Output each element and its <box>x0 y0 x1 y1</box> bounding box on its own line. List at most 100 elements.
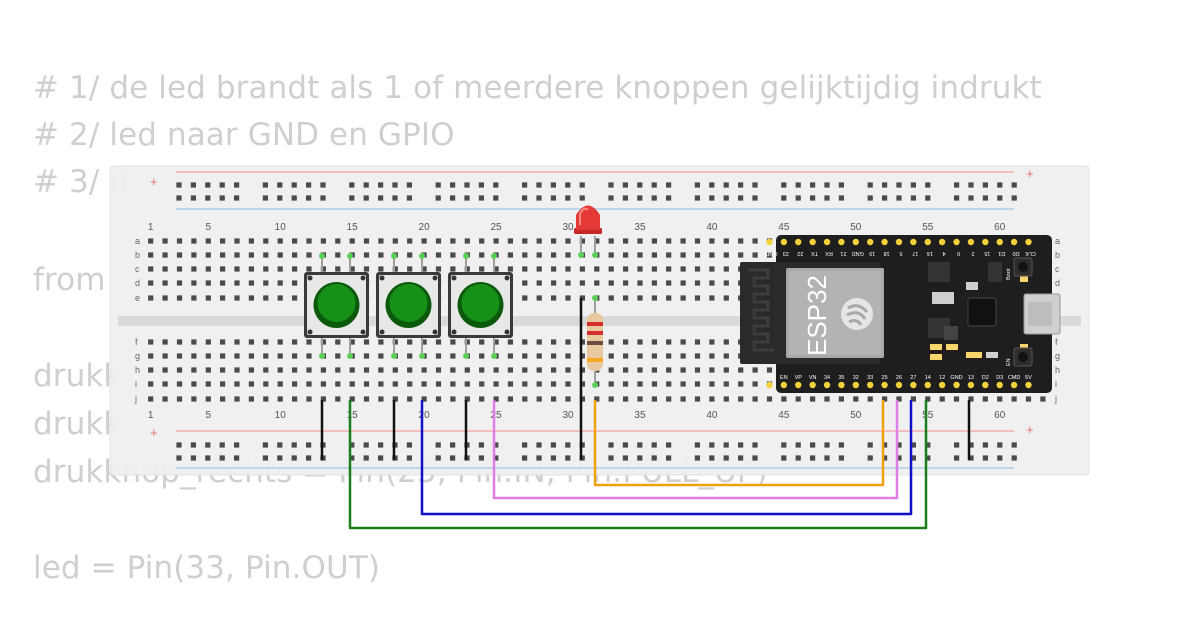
breadboard-hole <box>709 396 715 402</box>
esp32-pin-label: 21 <box>840 250 846 256</box>
esp32-pin-pad <box>838 381 845 389</box>
breadboard-hole <box>651 295 657 301</box>
pushbutton-1[interactable] <box>304 253 369 359</box>
rail-hole <box>738 182 744 188</box>
breadboard-hole <box>349 396 355 402</box>
breadboard-hole <box>176 238 183 244</box>
breadboard-hole <box>939 396 945 402</box>
breadboard-hole <box>551 353 557 359</box>
rail-hole <box>781 182 787 188</box>
breadboard-hole <box>738 252 744 258</box>
breadboard-hole <box>306 339 312 345</box>
rail-hole <box>1011 195 1017 201</box>
rail-hole <box>262 442 268 448</box>
breadboard-hole <box>666 295 672 301</box>
rail-hole <box>810 182 816 188</box>
breadboard-hole <box>191 367 197 373</box>
row-letter: c <box>1055 264 1060 274</box>
breadboard-hole <box>651 252 657 258</box>
rail-hole <box>522 455 528 461</box>
breadboard-hole <box>378 367 384 373</box>
pushbutton-3[interactable] <box>448 253 513 359</box>
rail-hole <box>435 455 441 461</box>
esp32-pin-label: 3V3 <box>765 375 775 381</box>
breadboard-hole <box>623 381 629 387</box>
rail-hole <box>910 442 916 448</box>
rail-hole <box>565 442 571 448</box>
rail-hole <box>565 182 571 188</box>
pushbutton-2[interactable] <box>376 253 441 359</box>
breadboard-hole <box>292 252 298 258</box>
esp32-pin-label: 23 <box>783 250 789 256</box>
rail-hole <box>781 195 787 201</box>
breadboard-hole <box>536 238 542 244</box>
breadboard-hole <box>435 339 442 345</box>
breadboard-hole <box>292 381 298 387</box>
breadboard-hole <box>378 339 384 345</box>
rail-hole <box>810 455 816 461</box>
column-number: 50 <box>850 222 862 233</box>
breadboard-hole <box>479 396 485 402</box>
rail-hole <box>493 442 499 448</box>
esp32-pin-label: 13 <box>968 375 974 381</box>
breadboard-hole <box>378 252 384 258</box>
rail-hole <box>752 182 758 188</box>
breadboard-hole <box>551 396 557 402</box>
breadboard-hole <box>507 238 513 244</box>
column-number: 50 <box>850 410 862 421</box>
breadboard-hole <box>176 280 183 286</box>
breadboard-hole <box>723 238 729 244</box>
breadboard-hole <box>623 238 629 244</box>
breadboard-hole <box>838 396 844 402</box>
rail-hole <box>666 455 672 461</box>
rail-hole <box>925 442 931 448</box>
breadboard-hole <box>536 353 542 359</box>
esp32-pin-label: CLK <box>1025 250 1036 256</box>
breadboard-hole <box>536 280 542 286</box>
rail-hole <box>954 442 960 448</box>
breadboard-hole <box>435 266 442 272</box>
esp32-pin-label: VP <box>795 375 803 381</box>
rail-hole <box>435 442 441 448</box>
breadboard-hole <box>263 381 269 387</box>
breadboard-hole <box>752 367 758 373</box>
breadboard-hole <box>407 353 413 359</box>
rail-hole <box>306 442 312 448</box>
esp32-pin-pad <box>910 238 917 246</box>
breadboard-hole <box>335 367 341 373</box>
breadboard-hole <box>507 396 513 402</box>
rail-hole <box>709 182 715 188</box>
column-number: 30 <box>562 222 574 233</box>
rail-hole <box>464 195 470 201</box>
row-letter: f <box>135 337 138 347</box>
breadboard-hole <box>148 252 154 258</box>
breadboard-hole <box>363 266 370 272</box>
rail-hole <box>824 182 830 188</box>
rail-hole <box>824 442 830 448</box>
rail-hole <box>968 182 974 188</box>
column-number: 35 <box>634 222 646 233</box>
esp32-pin-label: 12 <box>939 375 945 381</box>
rail-hole <box>349 182 355 188</box>
esp32-pin-pad <box>852 238 860 246</box>
row-letter: g <box>1055 351 1060 361</box>
led-red[interactable] <box>574 205 602 259</box>
row-letter: e <box>135 293 140 303</box>
breadboard-hole <box>982 396 988 402</box>
breadboard-hole <box>306 353 312 359</box>
rail-hole <box>493 195 499 201</box>
rail-hole <box>478 442 484 448</box>
row-letter: h <box>1055 365 1060 375</box>
rail-hole <box>349 455 355 461</box>
rail-hole <box>925 455 931 461</box>
rail-hole <box>608 195 614 201</box>
rail-hole <box>579 195 585 201</box>
esp32-pin-pad <box>1010 238 1018 246</box>
breadboard-hole <box>536 396 542 402</box>
breadboard-hole <box>191 353 197 359</box>
breadboard-hole <box>248 252 254 258</box>
breadboard-hole <box>234 396 240 402</box>
rail-hole <box>435 182 441 188</box>
esp32-pin-pad <box>809 381 816 389</box>
